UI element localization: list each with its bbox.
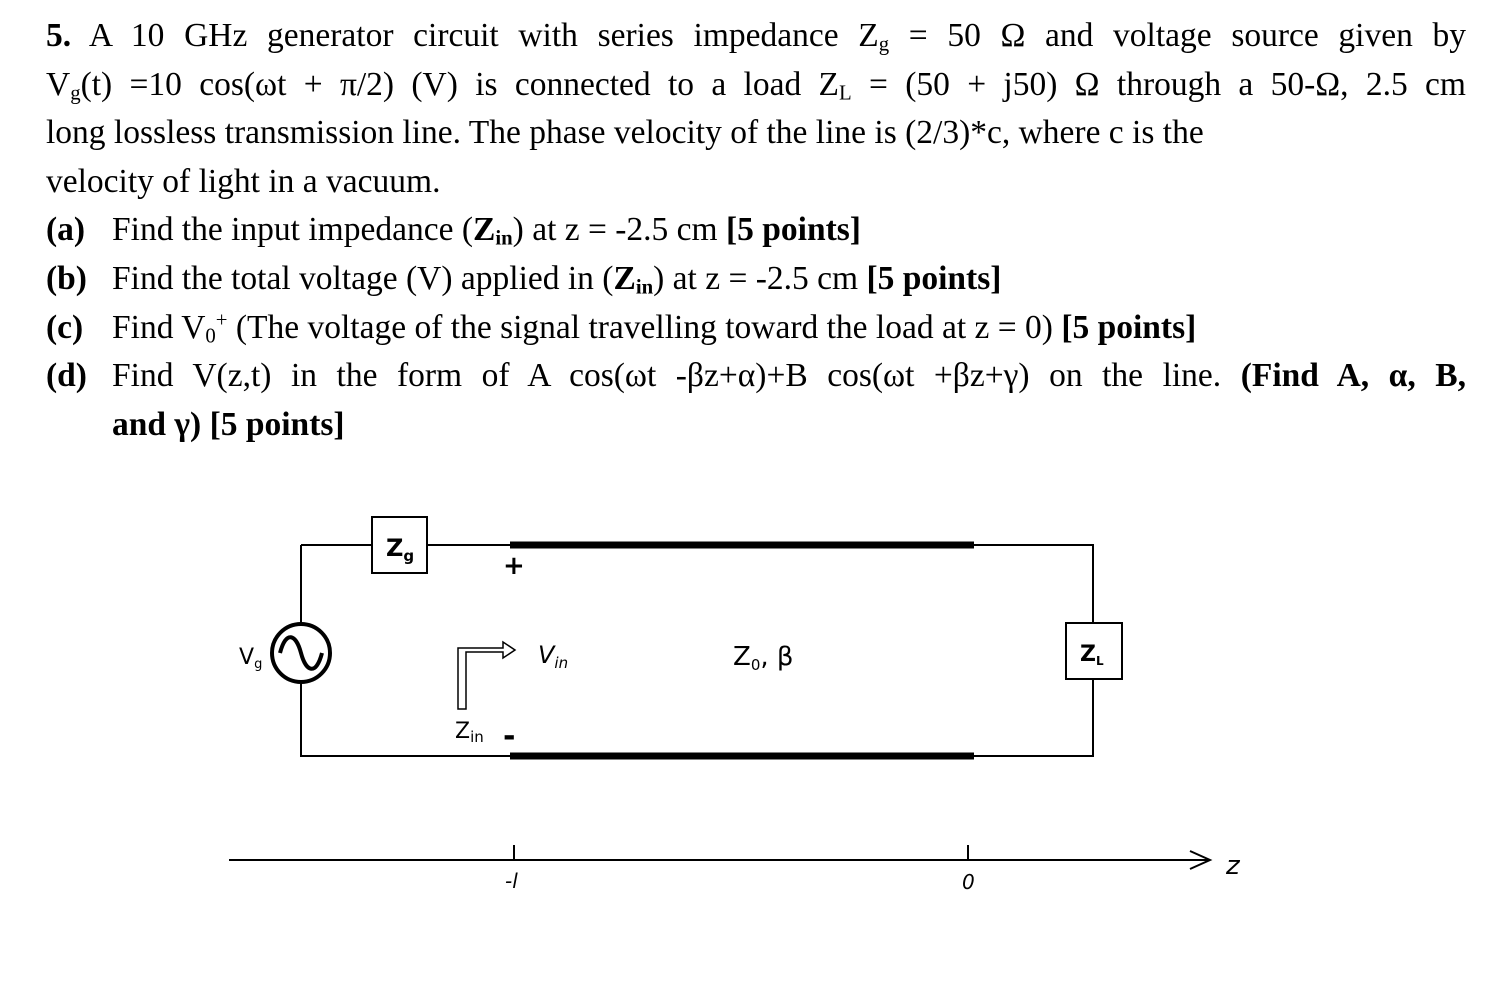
points: [5 points] (725, 211, 861, 249)
zl-box (1065, 622, 1123, 680)
axis-label: z (1225, 851, 1241, 881)
part-a: (a) Find the input impedance (Zin) at z … (46, 206, 1466, 255)
problem-line-4: velocity of light in a vacuum. (46, 162, 441, 200)
points: [5 points] (866, 259, 1002, 297)
zg-box (371, 516, 428, 574)
plus-sign: + (503, 551, 525, 581)
part-d: (d) Find V(z,t) in the form of A cos(ωt … (46, 352, 1466, 449)
problem-line-2: Vg(t) =10 cos(ωt + π/2) (V) is connected… (46, 65, 1466, 105)
wire-right (972, 544, 1094, 757)
problem-line-1: 5. A 10 GHz generator circuit with serie… (46, 17, 1466, 56)
part-label: (b) (46, 259, 87, 297)
source-label: Vg (239, 645, 262, 672)
problem-number: 5. (46, 17, 72, 54)
z-axis-arrow-icon (1189, 850, 1213, 870)
zg-label: Zg (386, 534, 414, 565)
part-c: (c) Find V0+ (The voltage of the signal … (46, 304, 1466, 353)
part-label: (d) (46, 357, 87, 395)
zin-arrow-icon (457, 640, 517, 710)
wire-left (300, 545, 512, 757)
sine-wave-icon (278, 635, 324, 671)
tick-right-label: 0 (962, 870, 975, 894)
zl-label: ZL (1080, 642, 1104, 668)
part-label: (a) (46, 211, 86, 249)
part-label: (c) (46, 308, 84, 346)
vin-label: Vin (538, 641, 568, 672)
points: [5 points] (1061, 308, 1197, 346)
minus-sign: - (503, 719, 515, 754)
line-label: Z0, β (733, 642, 793, 674)
tick-left-label: -l (505, 869, 518, 893)
zin-label: Zin (455, 719, 484, 746)
problem-statement: 5. A 10 GHz generator circuit with serie… (46, 12, 1466, 449)
problem-line-3: long lossless transmission line. The pha… (46, 114, 1204, 152)
part-b: (b) Find the total voltage (V) applied i… (46, 255, 1466, 304)
